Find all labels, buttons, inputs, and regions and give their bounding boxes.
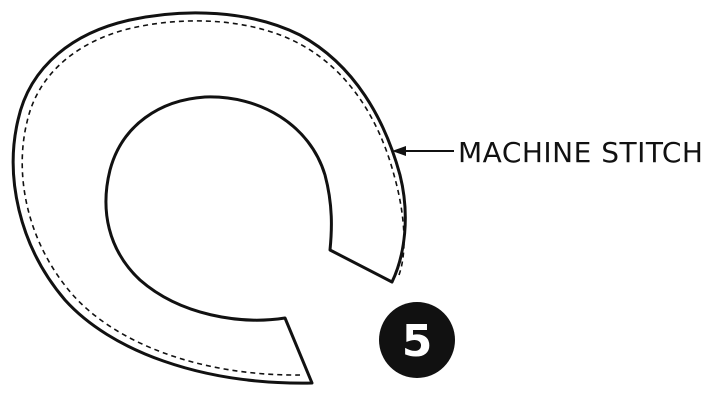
callout-arrowhead [392,146,406,156]
fabric-ring-piece [11,11,407,385]
callout-label: MACHINE STITCH [458,136,703,169]
step-number-badge [379,302,455,378]
step-number: 5 [402,316,433,367]
